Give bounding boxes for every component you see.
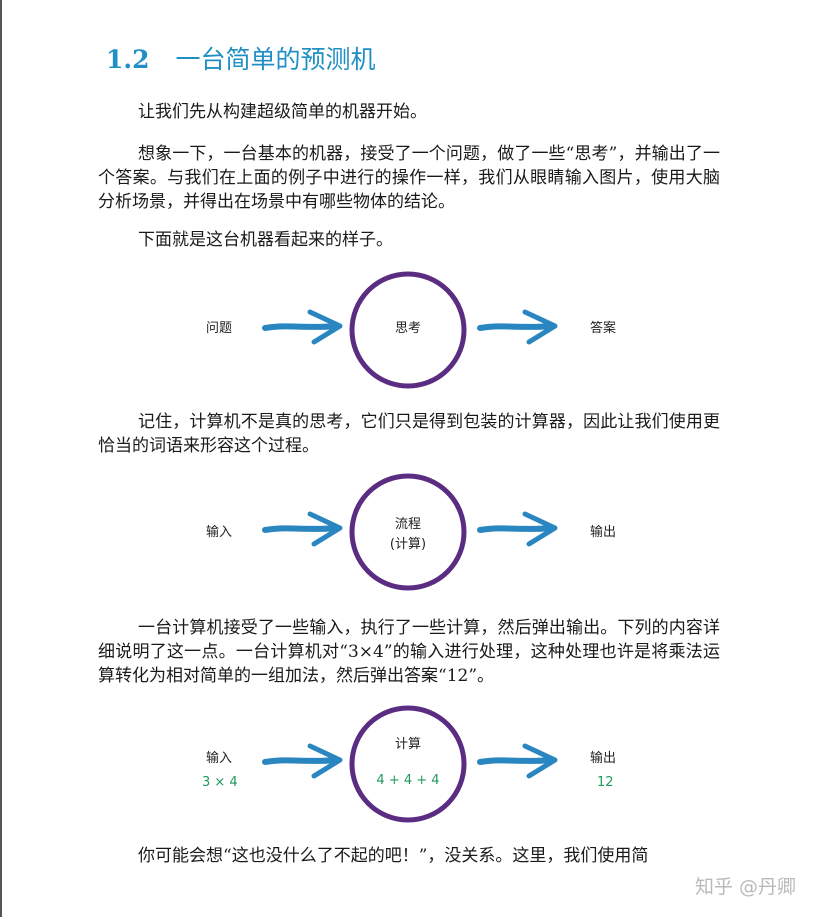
- diagram-calc-output-value: 12: [597, 775, 614, 790]
- diagram-think-input-label: 问题: [206, 321, 232, 336]
- diagram-process-center-sublabel: (计算): [390, 537, 426, 552]
- diagram-calc-center-value: 4 + 4 + 4: [376, 773, 439, 788]
- page-left-border: [0, 0, 2, 917]
- paragraph-intro: 让我们先从构建超级简单的机器开始。: [138, 102, 427, 122]
- arrow-icon: [262, 511, 343, 547]
- diagram-think-center-label: 思考: [395, 321, 421, 336]
- diagram-calc-input-label: 输入: [206, 750, 232, 766]
- diagram-process: 输入 流程 (计算) 输出: [190, 468, 640, 598]
- diagram-calc-output-label: 输出: [590, 750, 616, 766]
- arrow-icon: [262, 743, 343, 779]
- diagram-calc-input-value: 3 × 4: [202, 775, 238, 790]
- arrow-icon: [477, 309, 558, 345]
- section-title: 一台简单的预测机: [175, 45, 376, 74]
- machine-circle: [349, 705, 467, 823]
- machine-circle: [349, 271, 467, 389]
- section-number: 1.2: [106, 45, 150, 74]
- section-heading: 1.2 一台简单的预测机: [106, 40, 376, 76]
- diagram-process-input-label: 输入: [206, 524, 232, 540]
- paragraph-computer: 一台计算机接受了一些输入，执行了一些计算，然后弹出输出。下列的内容详细说明了这一…: [98, 618, 720, 686]
- paragraph-remember: 记住，计算机不是真的思考，它们只是得到包装的计算器，因此让我们使用更恰当的词语来…: [98, 412, 720, 456]
- diagram-process-center-label: 流程: [395, 517, 421, 532]
- diagram-calc-center-label: 计算: [395, 737, 421, 752]
- arrow-icon: [477, 511, 558, 547]
- diagram-think: 问题 思考 答案: [190, 266, 640, 396]
- arrow-icon: [477, 743, 558, 779]
- machine-circle: [349, 473, 467, 591]
- diagram-calc: 输入 3 × 4 计算 4 + 4 + 4 输出 12: [190, 700, 640, 830]
- paragraph-imagine: 想象一下，一台基本的机器，接受了一个问题，做了一些“思考”，并输出了一个答案。与…: [98, 144, 720, 212]
- watermark: 知乎 @丹卿: [694, 876, 796, 898]
- diagram-think-output-label: 答案: [590, 320, 616, 336]
- arrow-icon: [262, 309, 343, 345]
- paragraph-you-may-think: 你可能会想“这也没什么了不起的吧！”，没关系。这里，我们使用简: [138, 846, 649, 866]
- diagram-process-output-label: 输出: [590, 524, 616, 540]
- paragraph-looks: 下面就是这台机器看起来的样子。: [138, 230, 393, 250]
